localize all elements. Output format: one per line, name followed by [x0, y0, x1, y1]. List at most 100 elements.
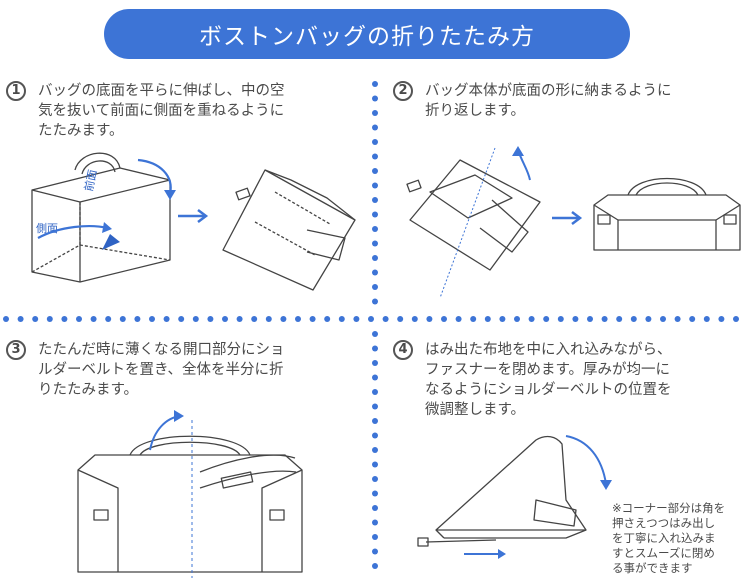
front-label: 前面 [81, 168, 99, 192]
divider-dot [372, 197, 378, 203]
divider-dot [178, 316, 185, 322]
divider-dot [372, 226, 378, 232]
divider-dot [324, 316, 331, 322]
divider-dot [134, 316, 141, 322]
divider-dot [372, 284, 378, 290]
step-number: 2 [393, 81, 413, 101]
divider-dot [372, 153, 378, 160]
vertical-divider-top [372, 81, 378, 305]
step-number: 1 [6, 81, 26, 101]
divider-dot [119, 316, 126, 322]
divider-dot [372, 476, 378, 482]
step-3: 3 たたんだ時に薄くなる開口部分にショ ルダーベルトを置き、全体を半分に折 りた… [6, 340, 366, 410]
bag-flattened-illustration [593, 177, 741, 251]
divider-dot [46, 316, 53, 322]
divider-dot [222, 316, 228, 322]
divider-dot [372, 447, 378, 453]
divider-dot [372, 240, 378, 247]
divider-dot [372, 548, 378, 555]
divider-dot [372, 81, 378, 87]
divider-dot [660, 316, 666, 322]
divider-dot [372, 124, 378, 131]
divider-dot [397, 316, 404, 322]
divider-dot [718, 316, 725, 322]
vertical-divider-bottom [372, 331, 378, 569]
divider-dot [372, 345, 378, 352]
divider-dot [251, 316, 258, 322]
divider-dot [372, 519, 378, 526]
divider-dot [484, 316, 491, 322]
divider-dot [587, 316, 593, 322]
divider-dot [630, 316, 637, 322]
bag-body-fold-illustration [406, 146, 541, 299]
divider-dot [338, 316, 345, 322]
divider-dot [372, 298, 378, 305]
arrow-right-icon [178, 209, 209, 223]
divider-dot [207, 316, 214, 322]
divider-dot [372, 505, 378, 511]
step-text: バッグの底面を平らに伸ばし、中の空 気を抜いて前面に側面を重ねるように たたみま… [38, 83, 285, 139]
divider-dot [733, 316, 739, 322]
divider-dot [32, 316, 39, 322]
divider-dot [372, 389, 378, 395]
divider-dot [90, 316, 97, 322]
divider-dot [368, 316, 374, 322]
divider-dot [265, 316, 272, 322]
divider-dot [455, 316, 462, 322]
divider-dot [192, 316, 199, 322]
divider-dot [76, 316, 82, 322]
divider-dot [372, 374, 378, 381]
bag-open-illustration: 前面 側面 [31, 152, 176, 283]
divider-dot [353, 316, 360, 322]
divider-dot [703, 316, 710, 322]
bag-with-strap-illustration [77, 410, 303, 578]
divider-dot [372, 95, 378, 102]
step-number: 4 [393, 340, 413, 360]
divider-dot [441, 316, 447, 322]
divider-dot [17, 316, 24, 322]
step-2: 2 バッグ本体が底面の形に納まるように 折り返します。 [393, 81, 748, 131]
step-4: 4 はみ出た布地を中に入れ込みながら、 ファスナーを閉めます。厚みが均一に なる… [393, 340, 748, 430]
divider-dot [372, 168, 378, 174]
divider-dot [149, 316, 155, 322]
divider-dot [163, 316, 170, 322]
divider-dot [411, 316, 418, 322]
divider-dot [372, 182, 378, 189]
corner-note: ※コーナー部分は角を 押さえつつはみ出し を丁寧に入れ込みま すとスムーズに閉め… [612, 501, 726, 575]
divider-dot [372, 563, 378, 569]
arrow-right-icon [552, 211, 583, 225]
divider-dot [372, 534, 378, 540]
bag-folded-illustration [222, 169, 356, 291]
divider-dot [236, 316, 243, 322]
divider-dot [528, 316, 535, 322]
divider-dot [372, 360, 378, 366]
divider-dot [372, 461, 378, 468]
divider-dot [372, 432, 378, 439]
divider-dot [616, 316, 623, 322]
divider-dot [372, 490, 378, 497]
divider-dot [499, 316, 506, 322]
divider-dot [470, 316, 477, 322]
divider-dot [426, 316, 433, 322]
divider-dot [372, 331, 378, 337]
divider-dot [61, 316, 68, 322]
divider-dot [514, 316, 520, 322]
divider-dot [543, 316, 550, 322]
divider-dot [309, 316, 316, 322]
bag-zipped-illustration [417, 435, 612, 559]
divider-dot [372, 110, 378, 116]
step-text: はみ出た布地を中に入れ込みながら、 ファスナーを閉めます。厚みが均一に なるよう… [425, 342, 672, 418]
horizontal-divider [3, 316, 739, 322]
divider-dot [572, 316, 579, 322]
divider-dot [372, 418, 378, 424]
divider-dot [382, 316, 389, 322]
divider-dot [601, 316, 608, 322]
divider-dot [372, 255, 378, 261]
step-1: 1 バッグの底面を平らに伸ばし、中の空 気を抜いて前面に側面を重ねるように たた… [6, 81, 366, 151]
divider-dot [280, 316, 287, 322]
divider-dot [372, 211, 378, 218]
divider-dot [372, 139, 378, 145]
divider-dot [295, 316, 301, 322]
divider-dot [105, 316, 112, 322]
divider-dot [372, 403, 378, 410]
